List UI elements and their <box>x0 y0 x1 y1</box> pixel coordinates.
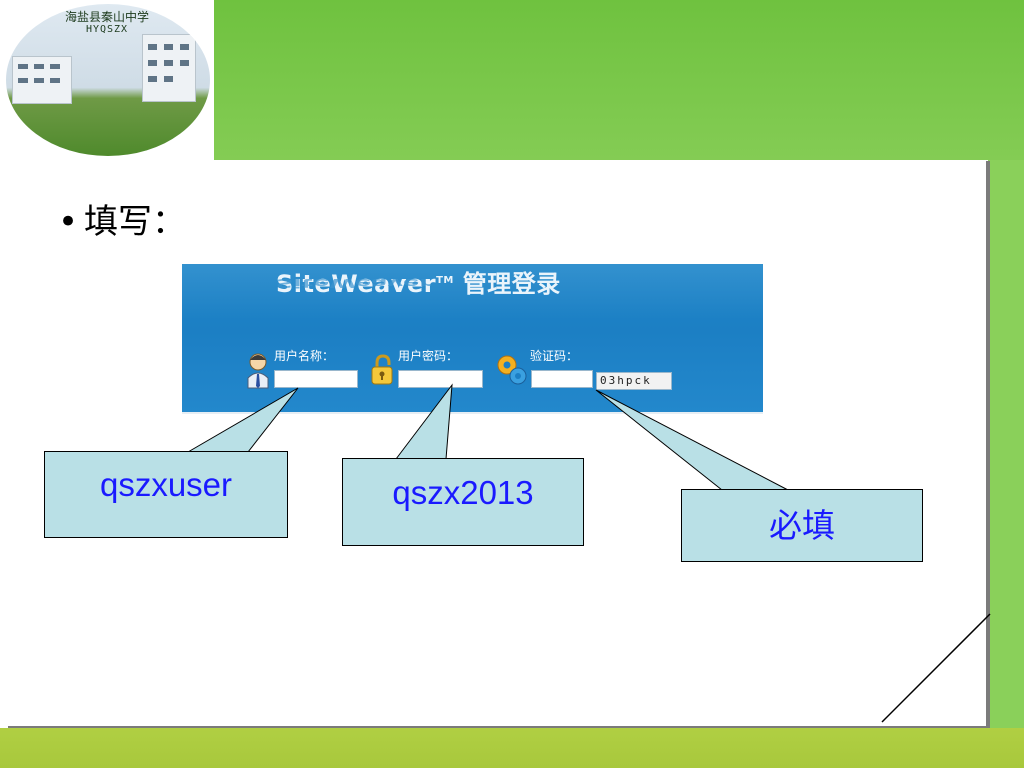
callout-captcha: 必填 <box>681 489 923 562</box>
slide-content-area <box>0 160 986 726</box>
logo-title: 海盐县秦山中学 <box>64 10 149 24</box>
gear-icon <box>497 355 527 385</box>
password-label: 用户密码： <box>398 349 459 363</box>
login-panel-bottom-edge <box>182 412 763 414</box>
lock-icon <box>371 354 393 385</box>
callout-username: qszxuser <box>44 451 288 538</box>
login-title-tm: TM <box>436 275 454 286</box>
login-title-brand: SiteWeaver <box>276 270 437 298</box>
username-input[interactable] <box>274 370 358 388</box>
login-panel-shine <box>182 264 763 320</box>
slide-corner-line <box>881 613 991 723</box>
callout-password-text: qszx2013 <box>392 474 534 511</box>
bottom-green-bar <box>0 728 1024 768</box>
captcha-input[interactable] <box>531 370 593 388</box>
school-building-photo <box>6 4 210 156</box>
callout-username-pointer <box>186 387 299 453</box>
captcha-label: 验证码： <box>530 349 579 363</box>
logo-subtitle: HYQSZX <box>85 24 129 35</box>
password-input[interactable] <box>398 370 483 388</box>
login-panel-screenshot: SiteWeaverTM 管理登录 SiteWeaver 用户名称： 用户密码：… <box>182 264 763 414</box>
callout-password: qszx2013 <box>342 458 584 546</box>
captcha-image[interactable]: 03hpck <box>596 372 672 390</box>
callout-password-pointer <box>394 383 453 460</box>
school-logo: 海盐县秦山中学 HYQSZX <box>0 0 214 160</box>
username-label: 用户名称： <box>274 349 335 363</box>
login-title-cn: 管理登录 <box>462 270 561 298</box>
callout-captcha-text: 必填 <box>769 506 835 545</box>
bullet-dot: • <box>58 202 79 242</box>
login-title: SiteWeaverTM 管理登录 <box>276 264 561 299</box>
user-icon <box>247 353 269 389</box>
right-green-strip <box>988 160 1024 732</box>
callout-username-text: qszxuser <box>99 466 233 503</box>
bullet-heading: •填写： <box>58 194 186 243</box>
callout-captcha-pointer <box>595 389 789 491</box>
bullet-text: 填写： <box>84 202 186 242</box>
